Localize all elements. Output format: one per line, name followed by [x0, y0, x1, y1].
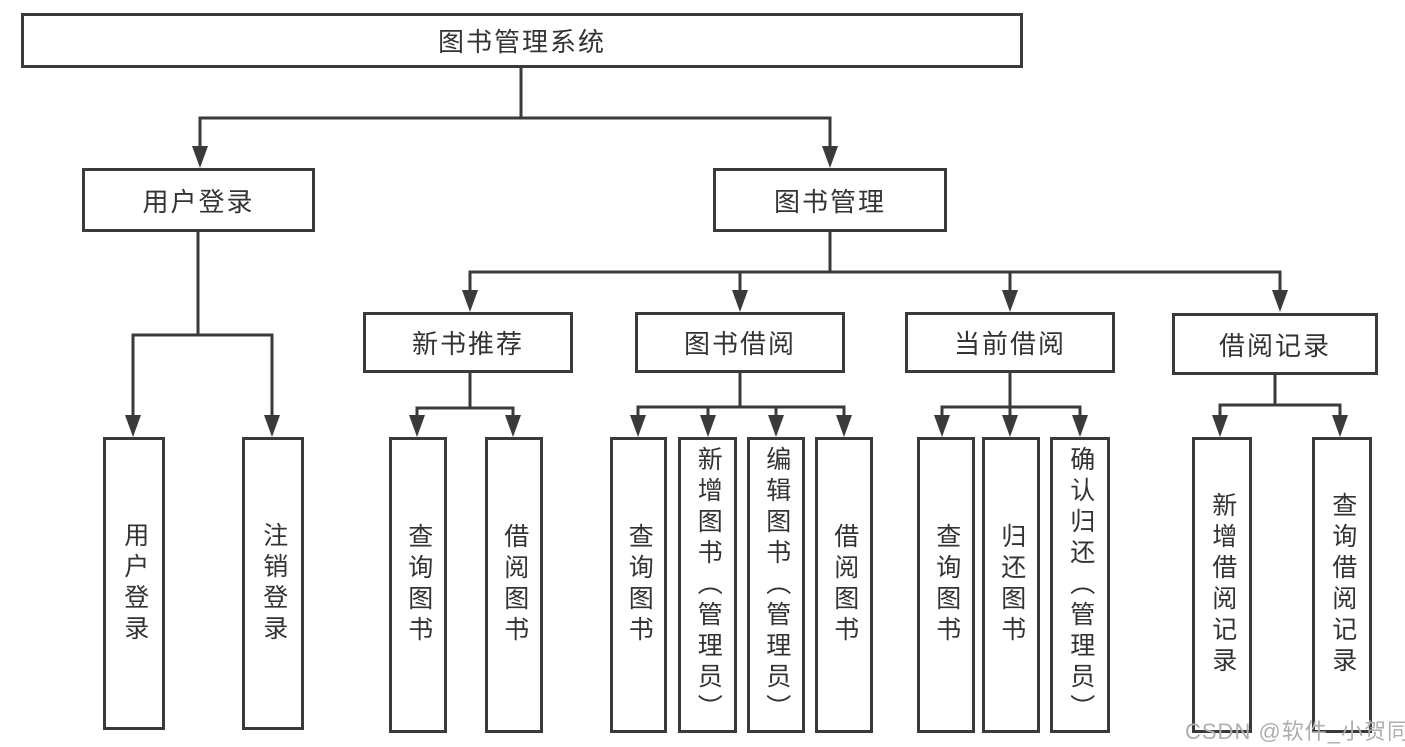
leaf-logout: 注销登录	[242, 437, 304, 730]
leaf-confirm-return-admin: 确认归还（管理员）	[1050, 437, 1110, 733]
node-book-management-label: 图书管理	[773, 186, 886, 217]
leaf-current-query-book: 查询图书	[917, 437, 975, 733]
leaf-confirm-return-admin-label: 确认归还（管理员）	[1066, 445, 1095, 725]
leaf-add-borrow-record: 新增借阅记录	[1192, 437, 1252, 733]
node-new-book-recommend: 新书推荐	[363, 312, 573, 373]
leaf-query-borrow-record: 查询借阅记录	[1312, 437, 1372, 733]
leaf-recommend-borrow-book-label: 借阅图书	[500, 523, 529, 647]
leaf-borrow-query-book-label: 查询图书	[625, 523, 654, 647]
leaf-query-borrow-record-label: 查询借阅记录	[1328, 492, 1357, 678]
leaf-add-book-admin-label: 新增图书（管理员）	[694, 445, 723, 725]
leaf-recommend-query-book: 查询图书	[389, 437, 447, 733]
leaf-add-borrow-record-label: 新增借阅记录	[1208, 492, 1237, 678]
node-user-login: 用户登录	[82, 168, 315, 232]
node-book-borrow: 图书借阅	[635, 312, 845, 373]
node-current-borrow: 当前借阅	[905, 312, 1115, 373]
node-borrow-records-label: 借阅记录	[1218, 330, 1331, 361]
leaf-return-book-label: 归还图书	[997, 523, 1026, 647]
node-book-borrow-label: 图书借阅	[683, 329, 796, 359]
leaf-recommend-query-book-label: 查询图书	[404, 523, 433, 647]
leaf-user-login-label: 用户登录	[120, 521, 149, 646]
leaf-logout-label: 注销登录	[259, 521, 288, 646]
node-borrow-records: 借阅记录	[1172, 313, 1378, 375]
leaf-return-book: 归还图书	[982, 437, 1040, 733]
node-new-book-recommend-label: 新书推荐	[411, 329, 524, 359]
leaf-borrow-book-label: 借阅图书	[830, 523, 859, 647]
node-current-borrow-label: 当前借阅	[953, 329, 1066, 359]
leaf-recommend-borrow-book: 借阅图书	[485, 437, 543, 733]
csdn-watermark: CSDN @软件_小贺同学	[1185, 719, 1405, 744]
node-root-system: 图书管理系统	[21, 13, 1023, 68]
node-root-system-label: 图书管理系统	[437, 27, 606, 57]
leaf-current-query-book-label: 查询图书	[932, 523, 961, 647]
leaf-add-book-admin: 新增图书（管理员）	[678, 437, 737, 733]
node-user-login-label: 用户登录	[142, 186, 255, 217]
leaf-edit-book-admin-label: 编辑图书（管理员）	[762, 445, 791, 725]
leaf-user-login: 用户登录	[103, 437, 165, 730]
node-book-management: 图书管理	[713, 168, 947, 232]
leaf-borrow-query-book: 查询图书	[610, 437, 667, 733]
leaf-borrow-book: 借阅图书	[815, 437, 873, 733]
leaf-edit-book-admin: 编辑图书（管理员）	[747, 437, 805, 733]
